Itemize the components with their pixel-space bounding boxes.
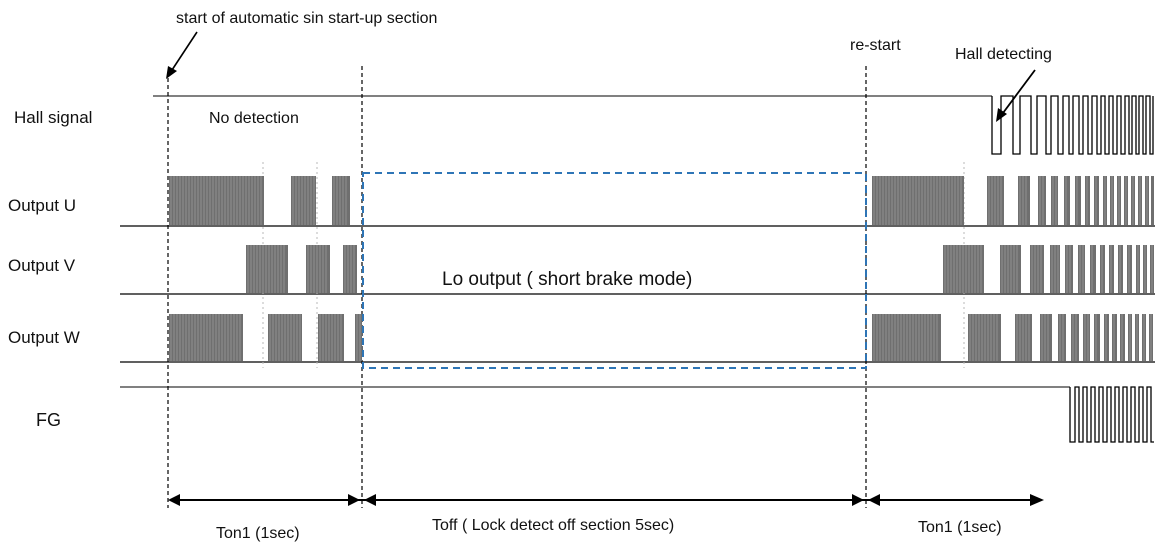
toff-end-arrow — [852, 494, 864, 506]
ton1-right-start-arrow — [868, 494, 880, 506]
toff-start-arrow — [364, 494, 376, 506]
output-u-pwm-block — [1094, 176, 1099, 225]
ton1-left-label: Ton1 (1sec) — [216, 525, 300, 542]
output-w-pwm-block — [355, 314, 362, 361]
output-u-pwm-block — [1064, 176, 1070, 225]
toff-label: Toff ( Lock detect off section 5sec) — [432, 517, 674, 534]
output-v-pwm-block — [1078, 245, 1085, 293]
output-u-pwm-block — [1018, 176, 1030, 225]
output-w-pwm-block — [968, 314, 1001, 361]
output-w-pwm-block — [1120, 314, 1125, 361]
output-w-pwm-block — [318, 314, 344, 361]
output-w-pwm-block — [1094, 314, 1100, 361]
output-u-pwm-block — [1085, 176, 1090, 225]
ton1-left-end-arrow — [348, 494, 360, 506]
output-w-pwm-block — [1040, 314, 1052, 361]
output-v-pwm-block — [1030, 245, 1044, 293]
output-v-pwm-block — [1000, 245, 1021, 293]
output-v-pwm-block — [246, 245, 288, 293]
pwm-blocks — [169, 176, 1154, 361]
hall-pointer-line — [1002, 69, 1036, 114]
output-u-pwm-block — [332, 176, 350, 225]
ton1-left-start-arrow — [168, 494, 180, 506]
no-detection-label: No detection — [209, 110, 299, 127]
output-w-pwm-block — [1112, 314, 1117, 361]
output-u-pwm-block — [1051, 176, 1058, 225]
start-section-label: start of automatic sin start-up section — [176, 10, 437, 27]
start-pointer-line — [171, 31, 198, 71]
output-u-pwm-block — [169, 176, 264, 225]
output-v-pwm-block — [1127, 245, 1132, 293]
output-u-pwm-block — [987, 176, 1004, 225]
output-w-pwm-block — [1015, 314, 1032, 361]
lo-output-label: Lo output ( short brake mode) — [442, 269, 692, 290]
hall-pulse-train — [991, 95, 1154, 155]
output-v-pwm-block — [1118, 245, 1123, 293]
ton1-right-end-arrow — [1030, 494, 1044, 506]
output-w-pwm-block — [1104, 314, 1109, 361]
output-u-pwm-block — [1038, 176, 1046, 225]
interval-arrowheads — [168, 494, 1044, 506]
output-v-pwm-block — [1065, 245, 1073, 293]
output-v-pwm-block — [1109, 245, 1114, 293]
output-w-pwm-block — [1071, 314, 1079, 361]
output-v-label: Output V — [8, 256, 76, 275]
start-pointer-arrowhead — [166, 66, 177, 79]
output-v-pwm-block — [343, 245, 357, 293]
output-u-pwm-block — [1151, 176, 1154, 225]
output-w-pwm-block — [872, 314, 941, 361]
fg-label: FG — [36, 410, 61, 430]
output-u-pwm-block — [1075, 176, 1081, 225]
output-w-pwm-block — [1058, 314, 1066, 361]
output-u-pwm-block — [291, 176, 316, 225]
output-u-label: Output U — [8, 196, 76, 215]
output-v-pwm-block — [1090, 245, 1096, 293]
phase-guides — [262, 162, 965, 368]
output-v-pwm-block — [943, 245, 984, 293]
fg-pulse-train — [1069, 386, 1154, 443]
lo-output-box — [362, 172, 867, 369]
ton1-right-label: Ton1 (1sec) — [918, 519, 1002, 536]
output-w-pwm-block — [1083, 314, 1090, 361]
output-v-pwm-block — [1100, 245, 1105, 293]
output-w-label: Output W — [8, 328, 80, 347]
hall-detecting-label: Hall detecting — [955, 46, 1052, 63]
hall-signal-label: Hall signal — [14, 108, 92, 127]
restart-label: re-start — [850, 37, 901, 54]
